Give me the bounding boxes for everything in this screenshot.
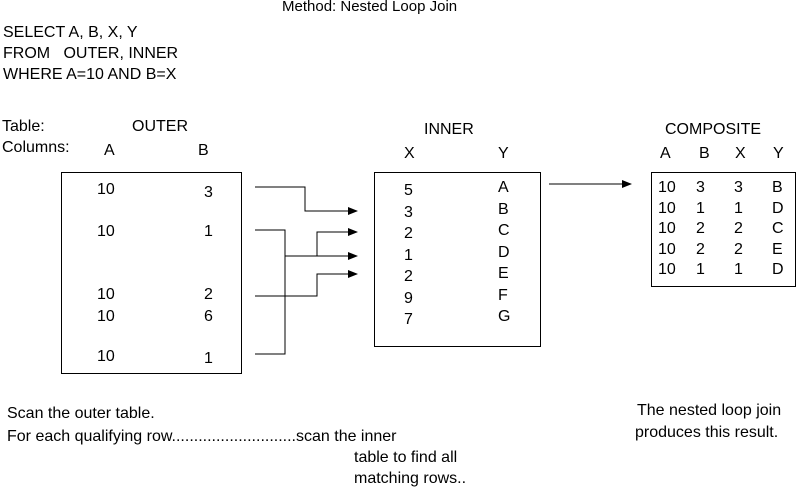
composite-row-2-col-a: 10 [658,199,676,217]
inner-col-x-header: X [404,145,415,162]
columns-label: Columns: [2,139,70,156]
composite-row-5-col-y: D [772,261,784,278]
inner-col-x-values: 5 3 2 1 2 9 7 [404,180,413,331]
sql-select-line: SELECT A, B, X, Y [3,24,138,41]
composite-row-3-col-y: C [772,220,784,237]
outer-table-box [61,172,242,374]
inner-x-value-4: 1 [404,246,413,264]
outer-col-a-header: A [104,142,115,159]
composite-row-4-col-x: 2 [734,240,743,258]
composite-row-2-col-y: D [772,199,784,217]
caption-scan-outer: Scan the outer table. [7,405,155,422]
composite-row-1-col-x: 3 [734,179,743,196]
composite-row-4-col-b: 2 [696,240,705,258]
inner-col-y-header: Y [498,145,509,162]
inner-y-value-1: A [498,179,509,196]
composite-row-3-col-a: 10 [658,220,676,237]
inner-x-value-5: 2 [404,268,413,285]
inner-x-value-6: 9 [404,289,413,307]
outer-row-1-b: 3 [204,184,213,201]
connector-row-3 [255,270,358,297]
composite-col-b-header: B [699,145,710,162]
composite-row-5-col-a: 10 [658,261,676,278]
composite-row-1-col-y: B [772,179,783,196]
composite-row-5-col-b: 1 [696,261,705,278]
inner-y-value-4: D [498,243,510,261]
outer-row-2-b: 1 [204,223,213,240]
inner-y-value-7: G [498,308,511,325]
connector-row-1 [255,186,358,215]
inner-x-value-2: 3 [404,203,413,221]
outer-row-4-b: 6 [204,308,213,325]
composite-row-5-col-x: 1 [734,261,743,278]
outer-row-5-a: 10 [97,348,115,365]
inner-x-value-3: 2 [404,225,413,242]
composite-col-a-header: A [660,145,671,162]
outer-row-1-a: 10 [97,181,115,198]
outer-row-2-a: 10 [97,223,115,240]
inner-x-value-7: 7 [404,311,413,328]
caption-for-each: For each qualifying row.................… [7,428,397,445]
inner-y-value-3: C [498,222,510,239]
inner-y-value-6: F [498,286,508,304]
inner-y-value-2: B [498,200,509,218]
inner-y-value-5: E [498,265,509,282]
inner-table-box [374,172,541,347]
table-label: Table: [2,118,45,135]
outer-row-3-b: 2 [204,286,213,303]
caption-result-line-1: The nested loop join [637,402,782,419]
outer-row-5-b: 1 [204,350,213,367]
outer-row-4-a: 10 [97,308,115,325]
composite-table-name: COMPOSITE [665,121,762,138]
composite-row-3-col-x: 2 [734,220,743,237]
composite-row-3-col-b: 2 [696,220,705,237]
sql-where-line: WHERE A=10 AND B=X [3,66,177,83]
composite-col-y-header: Y [773,145,784,162]
inner-x-value-1: 5 [404,182,413,199]
composite-row-4-col-a: 10 [658,240,676,258]
outer-col-b-header: B [198,142,209,159]
caption-result-line-2: produces this result. [635,424,779,441]
composite-row-2-col-x: 1 [734,199,743,217]
sql-from-line: FROM OUTER, INNER [3,45,179,62]
composite-row-2-col-b: 1 [696,199,705,217]
composite-col-x-header: X [735,145,746,162]
composite-table-box [651,172,796,287]
composite-row-4-col-y: E [772,240,783,258]
composite-row-1-col-b: 3 [696,179,705,196]
caption-inner-line-3: matching rows.. [354,470,467,487]
connector-row-2 [255,229,286,355]
caption-inner-line-2: table to find all [354,449,458,466]
composite-row-1-col-a: 10 [658,179,676,196]
connector-branch [316,228,358,256]
diagram-title: Method: Nested Loop Join [282,0,458,15]
outer-row-3-a: 10 [97,286,115,303]
outer-table-name: OUTER [132,118,188,135]
inner-table-name: INNER [424,121,474,138]
